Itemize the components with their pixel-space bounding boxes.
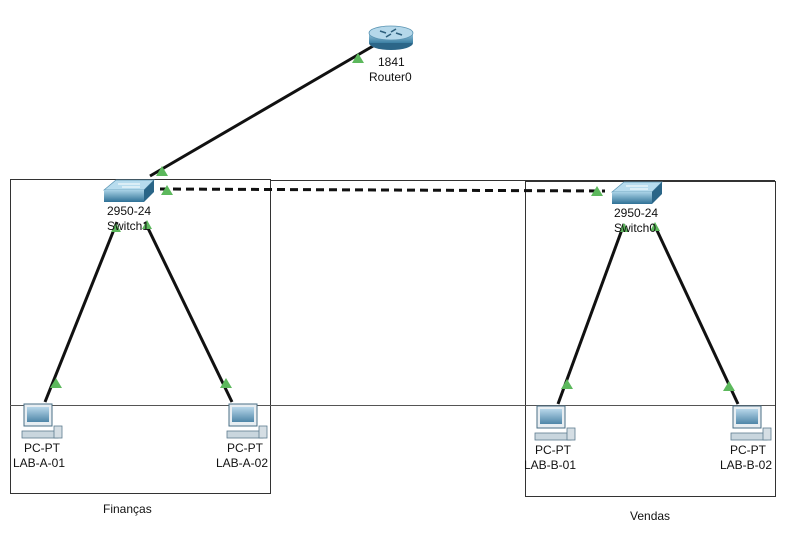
router-model-label: 1841 bbox=[378, 55, 405, 69]
port-up-pc-b02 bbox=[723, 381, 735, 391]
port-up-switch1-a02 bbox=[142, 220, 152, 229]
pc-a01-model-label: PC-PT bbox=[24, 441, 60, 455]
port-up-switch0-b02 bbox=[650, 222, 660, 231]
port-up-switch0-b01 bbox=[619, 223, 629, 232]
area-label-vendas: Vendas bbox=[630, 509, 671, 523]
link-switch1-pc-a01[interactable] bbox=[43, 221, 119, 403]
pc-b01-name-label: LAB-B-01 bbox=[524, 458, 577, 472]
pc-icon-lab-a-01[interactable] bbox=[21, 403, 63, 439]
link-router-switch1[interactable] bbox=[149, 40, 381, 178]
router-name-label: Router0 bbox=[369, 70, 412, 84]
port-up-switch1-trunk bbox=[161, 185, 173, 195]
link-switch0-pc-b02[interactable] bbox=[652, 223, 740, 405]
port-up-switch0-trunk bbox=[591, 186, 603, 196]
switch1-model-label: 2950-24 bbox=[107, 204, 152, 218]
link-switch1-switch0[interactable] bbox=[159, 187, 606, 193]
port-up-pc-a01 bbox=[50, 378, 62, 388]
pc-icon-lab-a-02[interactable] bbox=[226, 403, 268, 439]
pc-a01-name-label: LAB-A-01 bbox=[13, 456, 66, 470]
switch0-name-label: Switch0 bbox=[614, 221, 657, 235]
port-up-router bbox=[352, 53, 364, 63]
pc-a02-model-label: PC-PT bbox=[227, 441, 263, 455]
port-up-switch1-a01 bbox=[111, 223, 121, 232]
pc-b01-model-label: PC-PT bbox=[535, 443, 571, 457]
pc-a02-name-label: LAB-A-02 bbox=[216, 456, 269, 470]
area-box-financas bbox=[10, 179, 271, 494]
pc-b02-name-label: LAB-B-02 bbox=[720, 458, 773, 472]
port-up-switch1-router bbox=[156, 166, 168, 176]
area-box-vendas bbox=[525, 181, 776, 497]
port-up-pc-a02 bbox=[220, 378, 232, 388]
switch1-icon[interactable] bbox=[102, 179, 155, 202]
pc-b02-model-label: PC-PT bbox=[730, 443, 766, 457]
area-label-financas: Finanças bbox=[103, 502, 152, 516]
switch0-icon[interactable] bbox=[610, 181, 663, 204]
link-switch0-pc-b01[interactable] bbox=[556, 223, 626, 405]
port-up-pc-b01 bbox=[561, 379, 573, 389]
link-switch1-pc-a02[interactable] bbox=[143, 221, 234, 403]
switch0-model-label: 2950-24 bbox=[614, 206, 659, 220]
pc-icon-lab-b-02[interactable] bbox=[730, 405, 772, 441]
pc-icon-lab-b-01[interactable] bbox=[534, 405, 576, 441]
switch1-name-label: Switch1 bbox=[107, 219, 150, 233]
router-icon[interactable] bbox=[368, 25, 414, 50]
